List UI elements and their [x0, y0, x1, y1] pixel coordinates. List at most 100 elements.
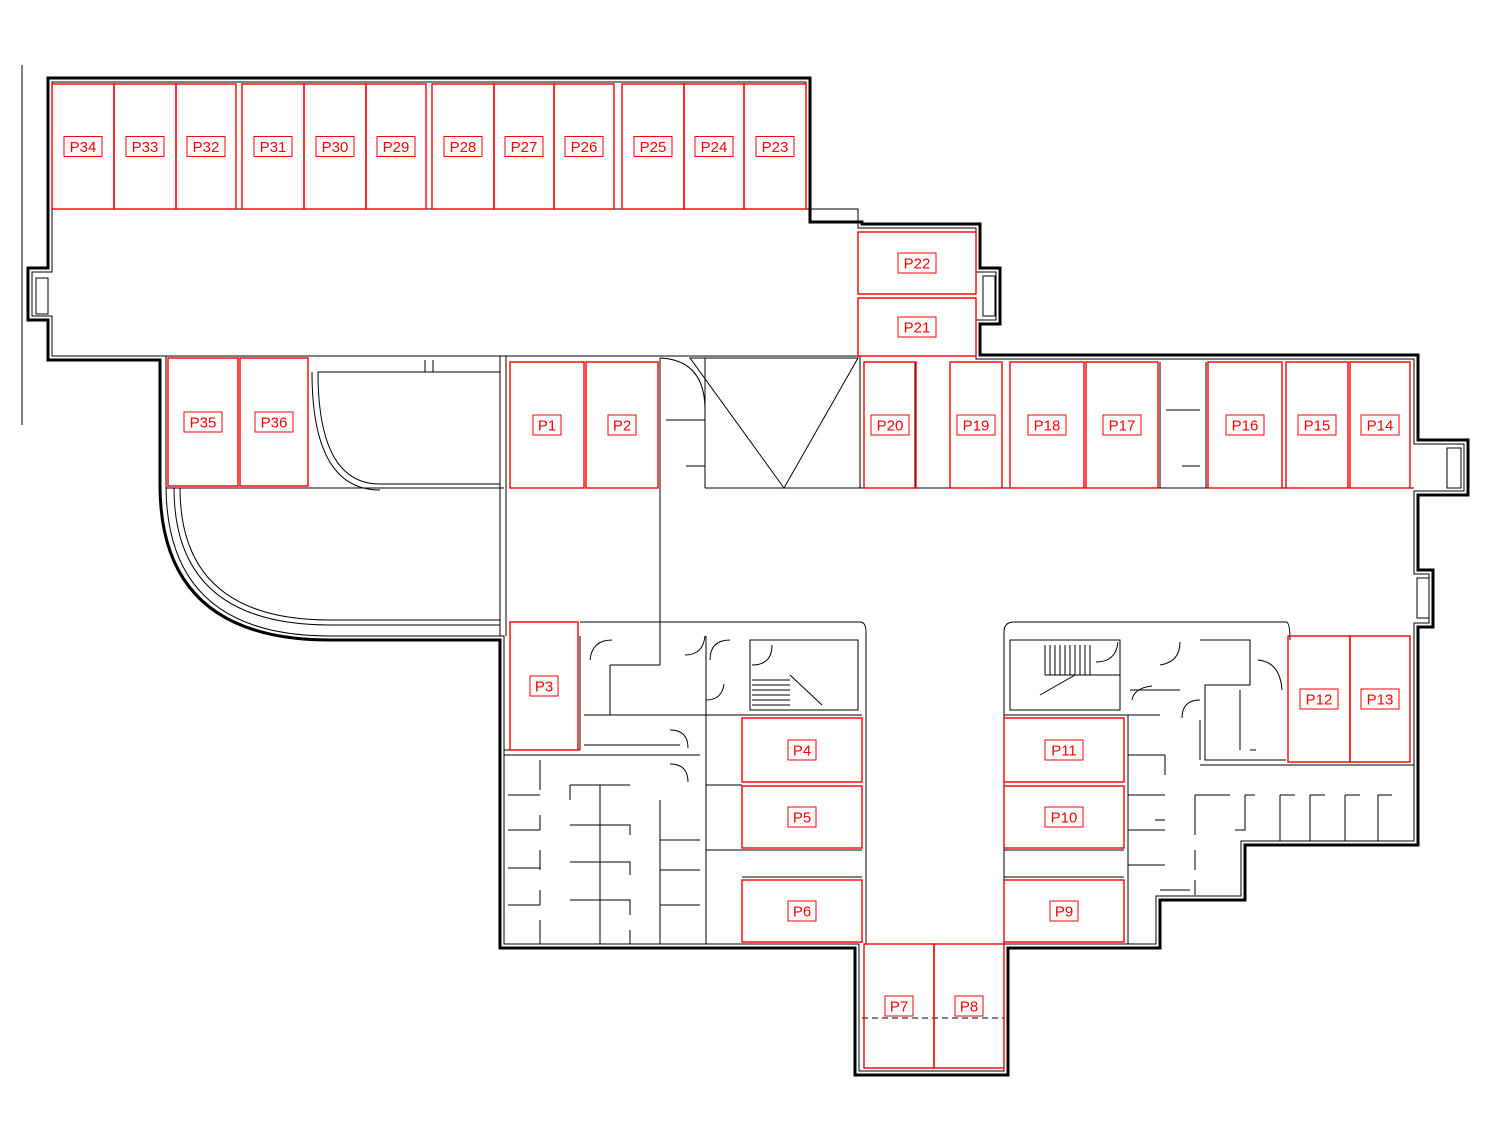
bay-label: P21: [904, 320, 931, 337]
bay-label-box: [1102, 414, 1142, 436]
bay-outline: [1009, 361, 1085, 489]
bay-label-box: [897, 252, 937, 274]
bay-outline: [1349, 635, 1411, 763]
parking-bay-p36[interactable]: P36: [239, 357, 309, 487]
parking-bay-p5[interactable]: P5: [741, 785, 863, 849]
bay-label-box: [1044, 806, 1084, 828]
bay-label: P34: [70, 139, 97, 156]
bay-label-box: [607, 414, 637, 436]
bay-label-box: [1225, 414, 1265, 436]
bay-label-box: [694, 136, 734, 157]
bay-label: P12: [1306, 692, 1333, 709]
bay-label-box: [755, 136, 795, 157]
parking-bay-p29[interactable]: P29: [365, 83, 427, 210]
bay-outline: [585, 361, 659, 489]
bay-label: P1: [538, 418, 556, 435]
bay-label: P33: [132, 139, 159, 156]
bay-label-box: [1299, 688, 1339, 710]
bay-label-box: [529, 675, 559, 697]
bay-label-box: [884, 995, 914, 1017]
parking-bay-p22[interactable]: P22: [857, 231, 977, 295]
bay-label-box: [1027, 414, 1067, 436]
parking-bay-p13[interactable]: P13: [1349, 635, 1411, 763]
building-walls: [21, 65, 1470, 1077]
bay-outline: [1349, 361, 1411, 489]
parking-bay-p10[interactable]: P10: [1003, 785, 1125, 849]
bay-label-box: [1049, 900, 1079, 922]
bay-outline: [509, 621, 579, 751]
parking-bay-p12[interactable]: P12: [1287, 635, 1351, 763]
bay-outline: [175, 83, 237, 210]
bay-label-box: [870, 414, 910, 436]
parking-bay-p27[interactable]: P27: [493, 83, 555, 210]
parking-bay-p6[interactable]: P6: [741, 879, 863, 943]
parking-bay-p35[interactable]: P35: [167, 357, 239, 487]
parking-bay-p32[interactable]: P32: [175, 83, 237, 210]
bay-label: P17: [1109, 418, 1136, 435]
bay-label: P26: [571, 139, 598, 156]
parking-bay-p26[interactable]: P26: [553, 83, 615, 210]
bay-label: P31: [260, 139, 287, 156]
parking-bay-p15[interactable]: P15: [1285, 361, 1349, 489]
bay-label-box: [183, 411, 223, 433]
bay-label-box: [504, 136, 544, 157]
parking-bay-p30[interactable]: P30: [303, 83, 367, 210]
bay-outline: [743, 83, 807, 210]
parking-bay-p23[interactable]: P23: [743, 83, 807, 210]
parking-bay-p20[interactable]: P20: [863, 361, 917, 489]
bay-label: P24: [701, 139, 728, 156]
bay-label: P32: [193, 139, 220, 156]
bay-label: P30: [322, 139, 349, 156]
bay-label: P18: [1034, 418, 1061, 435]
bay-outline: [553, 83, 615, 210]
outer-wall: [26, 76, 1470, 1077]
bay-outline: [509, 361, 585, 489]
bay-outline: [1003, 717, 1125, 783]
parking-bay-p8[interactable]: P8: [933, 943, 1005, 1069]
parking-bay-p18[interactable]: P18: [1009, 361, 1085, 489]
parking-bay-p7[interactable]: P7: [863, 943, 935, 1069]
parking-bay-p16[interactable]: P16: [1207, 361, 1283, 489]
parking-bay-p33[interactable]: P33: [113, 83, 177, 210]
bay-outline: [365, 83, 427, 210]
bay-label-box: [787, 739, 817, 761]
bay-label-box: [376, 136, 416, 157]
bay-outline: [1003, 785, 1125, 849]
bay-outline: [863, 361, 917, 489]
bay-label-box: [532, 414, 562, 436]
bay-label-box: [787, 806, 817, 828]
bay-label: P15: [1304, 418, 1331, 435]
parking-bay-p3[interactable]: P3: [509, 621, 579, 751]
bay-outline: [741, 879, 863, 943]
bay-label: P22: [904, 256, 931, 273]
parking-bay-p11[interactable]: P11: [1003, 717, 1125, 783]
bay-outline: [1085, 361, 1159, 489]
bay-label: P14: [1367, 418, 1394, 435]
parking-bay-p19[interactable]: P19: [949, 361, 1003, 489]
bay-label: P27: [511, 139, 538, 156]
bay-outline: [741, 785, 863, 849]
parking-bay-p17[interactable]: P17: [1085, 361, 1159, 489]
parking-bay-p28[interactable]: P28: [431, 83, 495, 210]
parking-bay-p31[interactable]: P31: [241, 83, 305, 210]
parking-bay-p24[interactable]: P24: [683, 83, 745, 210]
bay-label-box: [1360, 414, 1400, 436]
bay-outline: [1003, 879, 1125, 943]
bay-outline: [239, 357, 309, 487]
bay-outline: [857, 231, 977, 295]
parking-bay-p14[interactable]: P14: [1349, 361, 1411, 489]
bay-label-box: [956, 414, 996, 436]
bay-label: P13: [1367, 692, 1394, 709]
parking-bay-p4[interactable]: P4: [741, 717, 863, 783]
parking-bay-p34[interactable]: P34: [51, 83, 115, 210]
parking-bay-p1[interactable]: P1: [509, 361, 585, 489]
parking-bay-p2[interactable]: P2: [585, 361, 659, 489]
bay-label: P11: [1051, 743, 1077, 760]
bay-label: P10: [1051, 810, 1078, 827]
parking-bay-p21[interactable]: P21: [857, 297, 977, 357]
parking-bay-p9[interactable]: P9: [1003, 879, 1125, 943]
parking-bay-p25[interactable]: P25: [621, 83, 685, 210]
bay-label-box: [633, 136, 673, 157]
